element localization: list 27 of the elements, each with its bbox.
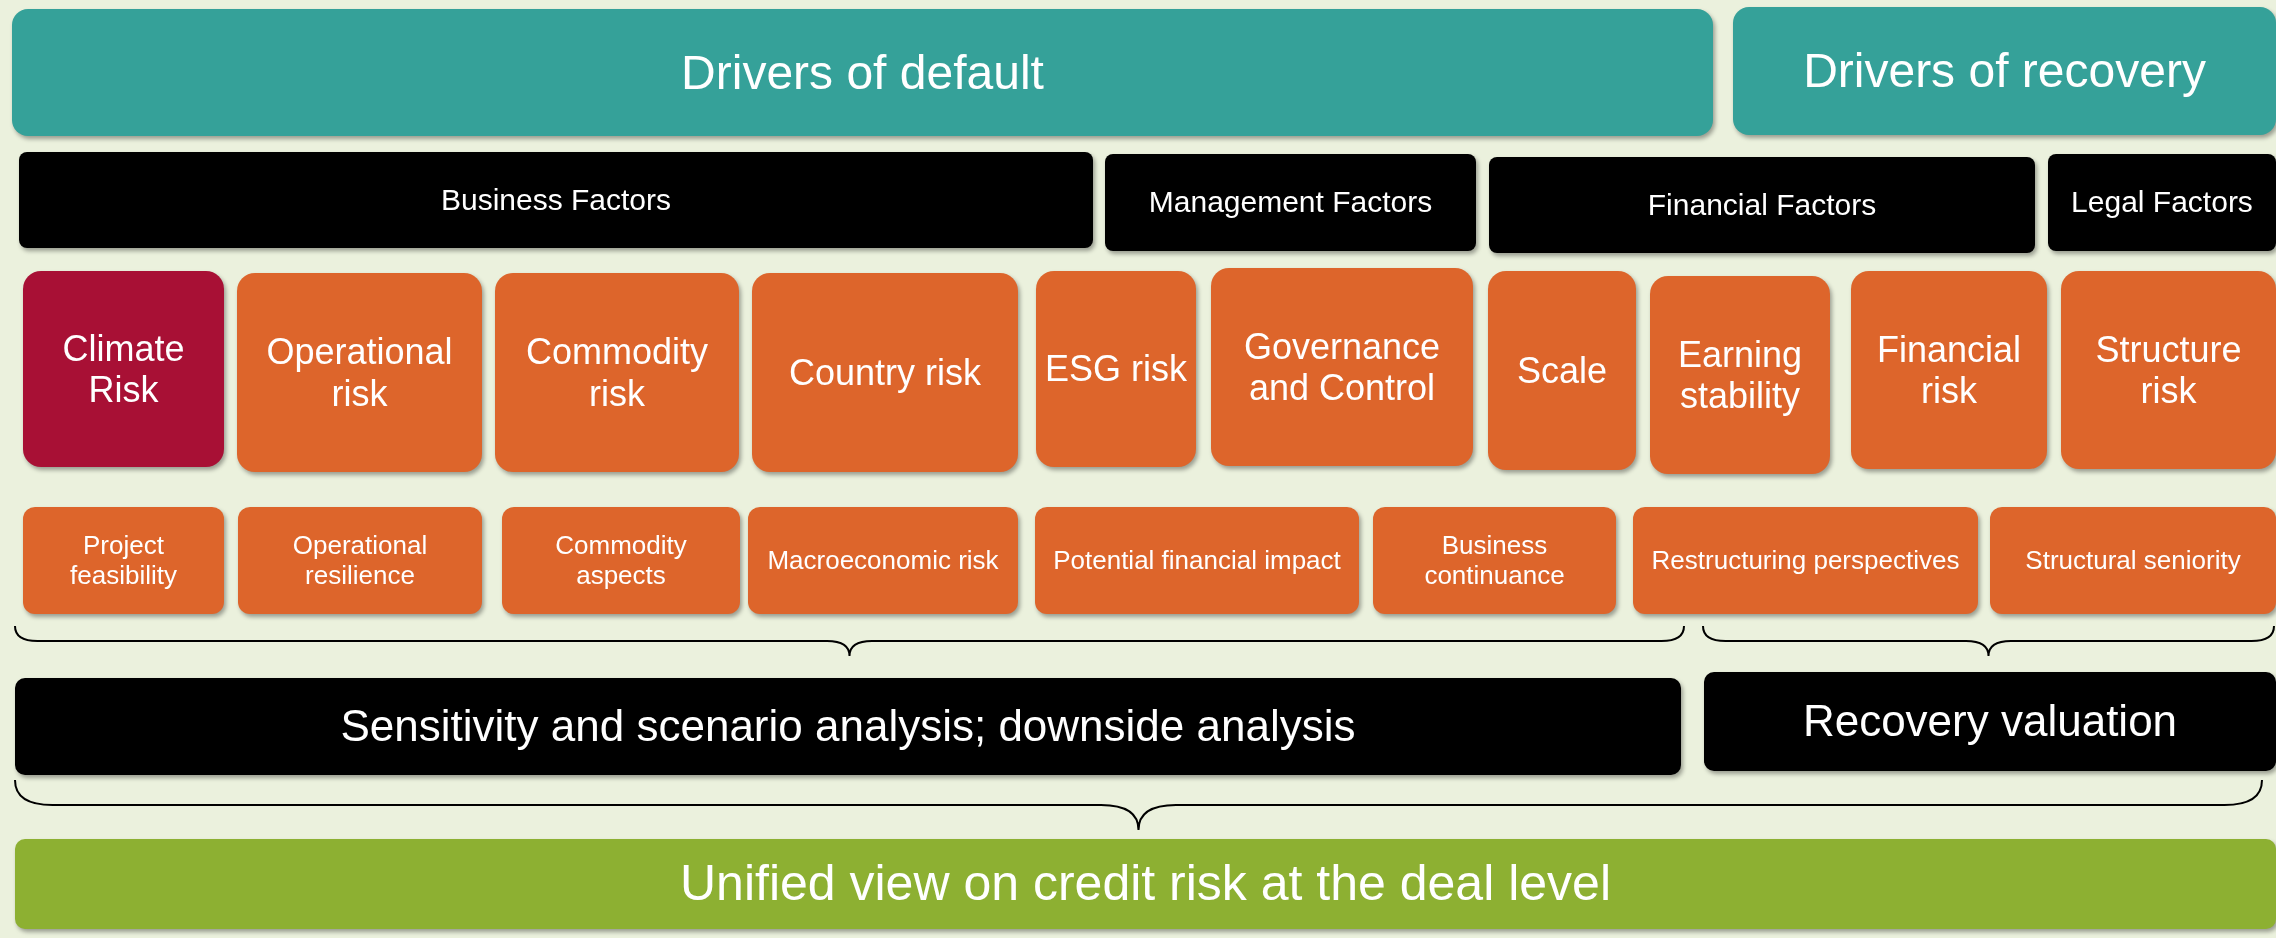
aspect-box: Restructuring perspectives: [1633, 507, 1978, 614]
risk-box: Governance and Control: [1211, 268, 1473, 466]
header-bar: Drivers of default: [12, 9, 1713, 136]
header-bar: Drivers of recovery: [1733, 7, 2276, 135]
category-bar: Business Factors: [19, 152, 1093, 248]
risk-box: Structure risk: [2061, 271, 2276, 469]
category-bar: Legal Factors: [2048, 154, 2276, 251]
aspect-box: Operational resilience: [238, 507, 482, 614]
aspect-box: Business continuance: [1373, 507, 1616, 614]
category-bar: Financial Factors: [1489, 157, 2035, 253]
risk-box: Commodity risk: [495, 273, 739, 472]
analysis-bar: Recovery valuation: [1704, 672, 2276, 771]
conclusion-bar: Unified view on credit risk at the deal level: [15, 839, 2276, 929]
aspect-box: Macroeconomic risk: [748, 507, 1018, 614]
risk-box: Earning stability: [1650, 276, 1830, 474]
risk-box: Climate Risk: [23, 271, 224, 467]
risk-box: Financial risk: [1851, 271, 2047, 469]
risk-box: ESG risk: [1036, 271, 1196, 467]
risk-box: Country risk: [752, 273, 1018, 472]
aspect-box: Project feasibility: [23, 507, 224, 614]
analysis-bar: Sensitivity and scenario analysis; downside analysis: [15, 678, 1681, 775]
category-bar: Management Factors: [1105, 154, 1476, 251]
aspect-box: Potential financial impact: [1035, 507, 1359, 614]
risk-box: Scale: [1488, 271, 1636, 470]
risk-box: Operational risk: [237, 273, 482, 472]
aspect-box: Commodity aspects: [502, 507, 740, 614]
aspect-box: Structural seniority: [1990, 507, 2276, 614]
